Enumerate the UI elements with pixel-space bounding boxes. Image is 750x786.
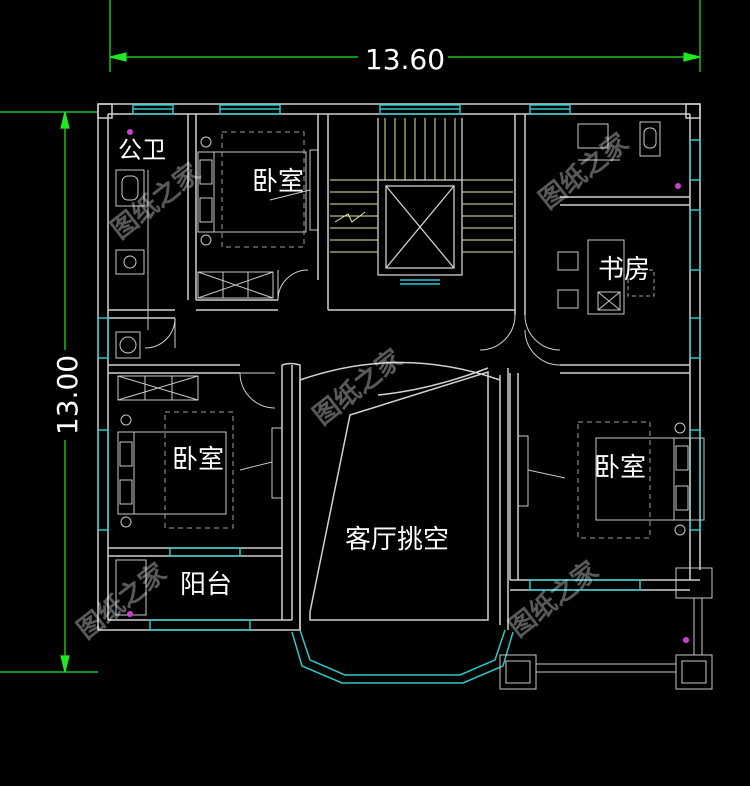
windows [97, 104, 701, 684]
width-label-bg [358, 42, 448, 72]
doors [144, 269, 561, 409]
room-label-living-void: 客厅挑空 [345, 525, 449, 555]
width-dimension-label: 13.60 [365, 43, 445, 76]
watermark: 图纸之家 [307, 343, 408, 431]
watermark: 图纸之家 [71, 557, 172, 645]
watermark: 图纸之家 [533, 127, 634, 215]
stair-well [377, 118, 463, 276]
room-label-bedroom-e: 卧室 [594, 453, 646, 483]
room-label-public-bath: 公卫 [118, 136, 166, 164]
room-label-study: 书房 [598, 255, 650, 285]
markers [127, 129, 689, 643]
height-dimension-label: 13.00 [51, 355, 84, 435]
height-label-bg [50, 350, 80, 440]
staircase [330, 118, 513, 253]
room-label-bedroom-nw: 卧室 [252, 167, 304, 197]
living-void-outline [281, 361, 509, 630]
furniture [115, 121, 713, 690]
room-label-bedroom-w: 卧室 [172, 445, 224, 475]
room-label-balcony: 阳台 [180, 570, 232, 600]
